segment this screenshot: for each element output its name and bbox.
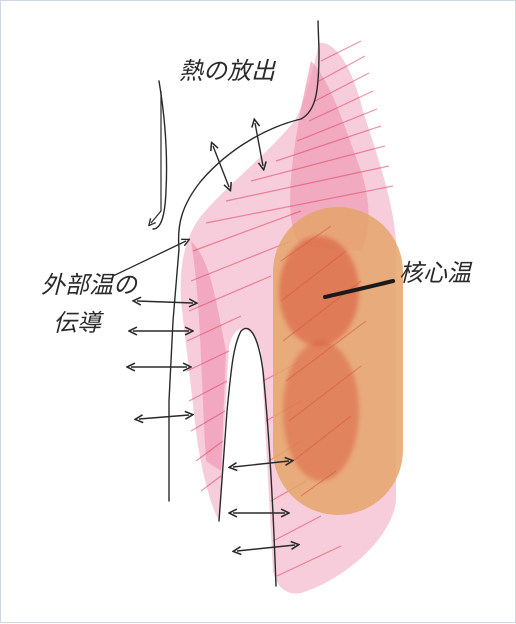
heat-release-label: 熱の放出 [179, 57, 277, 85]
outer-conduction-label-line2: 伝導 [53, 309, 104, 337]
heat-release-pointer [151, 91, 161, 223]
core-temperature-label: 核心温 [399, 259, 473, 287]
outer-conduction-label-line1: 外部温の [41, 271, 139, 299]
core-temperature-area [273, 207, 403, 515]
arrow-left-4 [139, 415, 189, 419]
